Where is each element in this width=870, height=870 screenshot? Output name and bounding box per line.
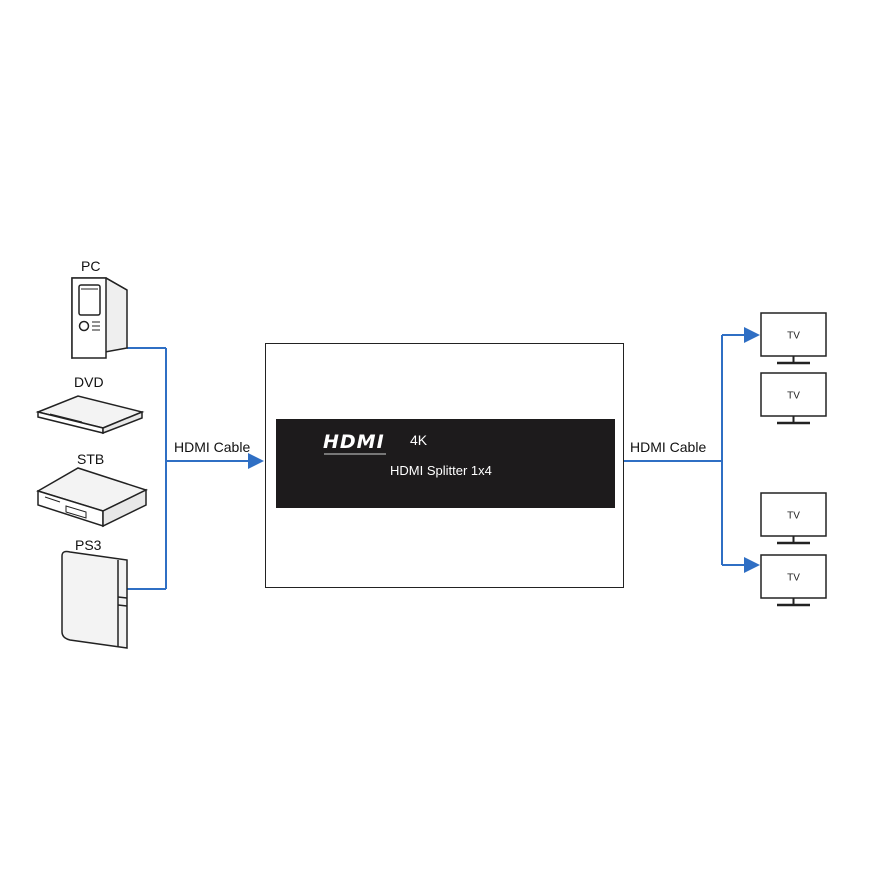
source-label-stb: STB <box>77 451 105 467</box>
hdmi-logo: HDMI <box>323 431 385 453</box>
tv-label: TV <box>787 573 800 584</box>
tv-icon: TV <box>760 492 827 545</box>
pc-tower-icon <box>71 277 128 359</box>
tv-label: TV <box>787 511 800 522</box>
tv-label: TV <box>787 331 800 342</box>
game-console-icon <box>61 550 128 649</box>
input-cables <box>127 347 264 590</box>
dvd-player-icon <box>35 395 145 435</box>
tv-icon: TV <box>760 372 827 425</box>
output-cables <box>624 327 760 573</box>
cable-out-label: HDMI Cable <box>630 439 707 455</box>
set-top-box-icon <box>36 467 148 528</box>
splitter-model: HDMI Splitter 1x4 <box>390 463 492 478</box>
hdmi-logo-tagline <box>324 453 386 455</box>
tv-displays: TV TV TV TV <box>760 312 827 607</box>
hdmi-splitter: HDMI 4K HDMI Splitter 1x4 <box>265 343 624 588</box>
source-label-pc: PC <box>81 258 101 274</box>
source-label-dvd: DVD <box>74 374 104 390</box>
tv-label: TV <box>787 391 800 402</box>
splitter-resolution: 4K <box>410 432 428 448</box>
cable-in-label: HDMI Cable <box>174 439 251 455</box>
tv-icon: TV <box>760 554 827 607</box>
splitter-front-panel: HDMI 4K HDMI Splitter 1x4 <box>276 419 615 508</box>
tv-icon: TV <box>760 312 827 365</box>
source-label-ps3: PS3 <box>75 537 102 553</box>
